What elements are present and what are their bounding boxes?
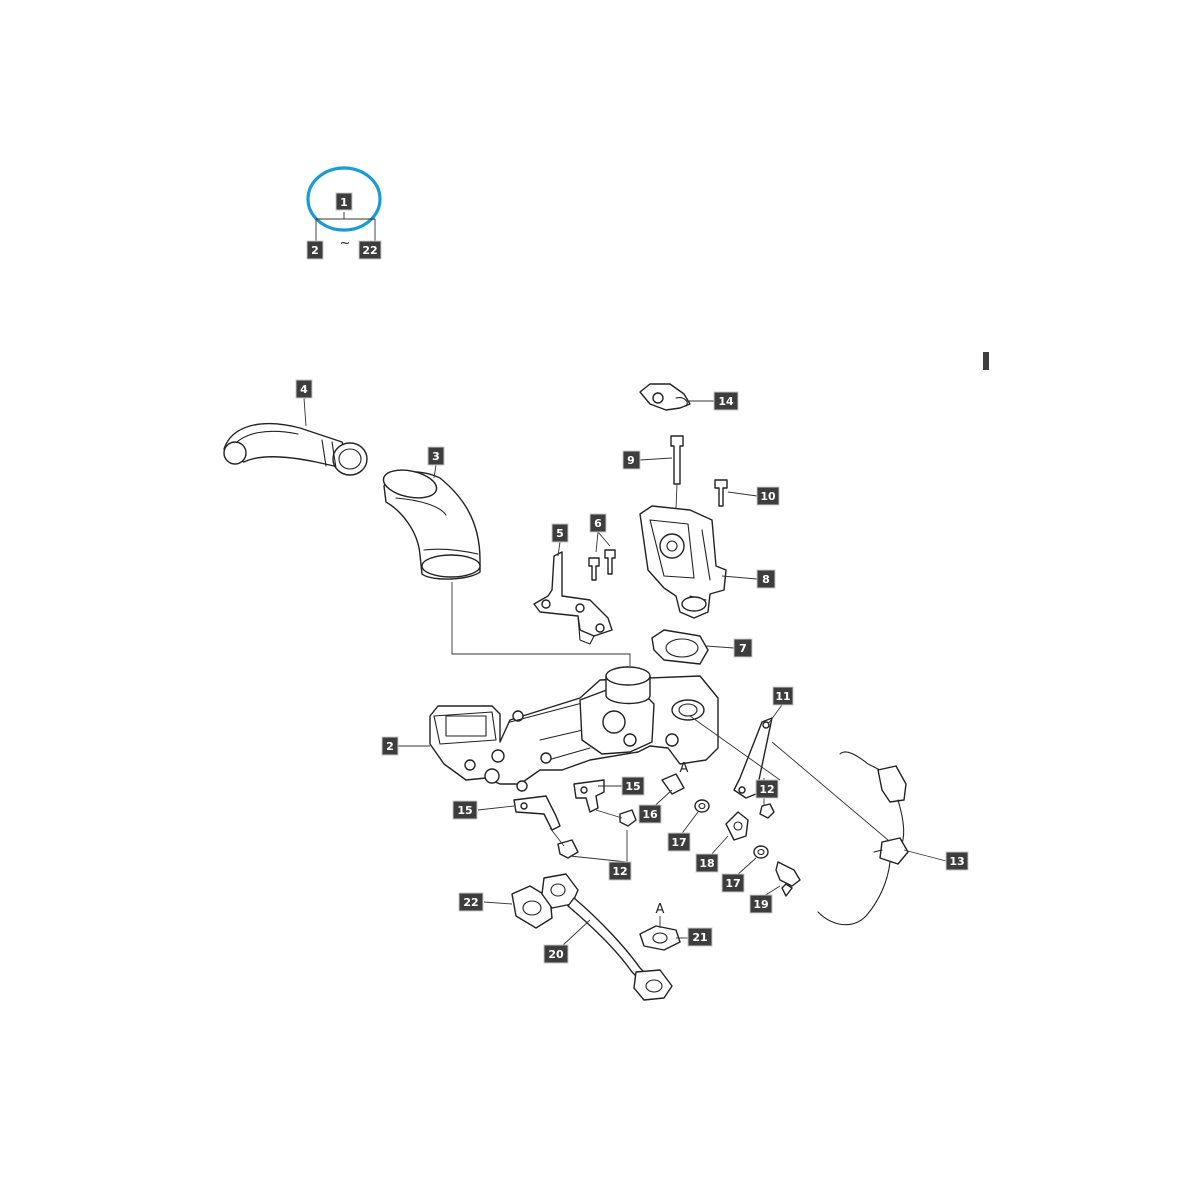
part-5-bracket[interactable] bbox=[533, 551, 613, 645]
kit-highlight-circle bbox=[306, 166, 382, 232]
svg-text:1: 1 bbox=[340, 196, 348, 209]
part-16-plug[interactable] bbox=[661, 773, 685, 795]
svg-text:17: 17 bbox=[671, 836, 686, 849]
svg-text:15: 15 bbox=[457, 804, 472, 817]
callout-12-upper[interactable]: 12 bbox=[755, 779, 779, 799]
kit-header: 1 2 ~ 22 bbox=[306, 166, 382, 260]
svg-text:20: 20 bbox=[548, 948, 564, 961]
svg-text:3: 3 bbox=[432, 450, 440, 463]
kit-callout-range-end[interactable]: 22 bbox=[358, 240, 382, 260]
callout-5[interactable]: 5 bbox=[551, 523, 569, 543]
svg-text:5: 5 bbox=[556, 527, 564, 540]
callout-21[interactable]: 21 bbox=[687, 927, 713, 947]
part-3-elbow-hose[interactable] bbox=[381, 466, 481, 580]
callout-9[interactable]: 9 bbox=[622, 450, 641, 470]
callout-3[interactable]: 3 bbox=[427, 446, 445, 466]
edge-mark bbox=[983, 352, 989, 370]
part-15-bracket-left[interactable] bbox=[513, 795, 561, 831]
callout-11[interactable]: 11 bbox=[772, 686, 794, 706]
part-18-banjo-fitting[interactable] bbox=[725, 811, 749, 841]
callout-15-center[interactable]: 15 bbox=[621, 776, 645, 796]
svg-text:10: 10 bbox=[760, 490, 776, 503]
svg-text:11: 11 bbox=[775, 690, 790, 703]
svg-text:16: 16 bbox=[642, 808, 658, 821]
svg-text:22: 22 bbox=[362, 244, 377, 257]
part-7-gasket[interactable] bbox=[651, 629, 709, 665]
svg-text:2: 2 bbox=[386, 740, 394, 753]
svg-text:2: 2 bbox=[311, 244, 319, 257]
svg-text:15: 15 bbox=[625, 780, 640, 793]
svg-text:22: 22 bbox=[463, 896, 478, 909]
svg-text:14: 14 bbox=[718, 395, 734, 408]
callout-19[interactable]: 19 bbox=[749, 894, 773, 914]
callout-18[interactable]: 18 bbox=[695, 853, 719, 873]
part-8-egr-valve[interactable] bbox=[639, 505, 727, 619]
svg-text:18: 18 bbox=[699, 857, 714, 870]
callout-12-lower[interactable]: 12 bbox=[608, 861, 632, 881]
part-12-nut-upper[interactable] bbox=[759, 803, 775, 819]
callout-13[interactable]: 13 bbox=[945, 851, 969, 871]
reference-a-upper: A bbox=[680, 761, 689, 776]
callout-6[interactable]: 6 bbox=[589, 513, 607, 533]
svg-text:19: 19 bbox=[753, 898, 768, 911]
part-15-bracket-center[interactable] bbox=[573, 779, 605, 813]
callout-2[interactable]: 2 bbox=[381, 736, 399, 756]
svg-text:13: 13 bbox=[949, 855, 964, 868]
part-4-intake-hose[interactable] bbox=[223, 422, 368, 476]
part-21-gasket[interactable] bbox=[639, 925, 681, 951]
svg-text:8: 8 bbox=[762, 573, 770, 586]
callout-15-left[interactable]: 15 bbox=[452, 800, 478, 820]
part-10-bolt[interactable] bbox=[714, 479, 728, 507]
callout-20[interactable]: 20 bbox=[543, 944, 569, 964]
svg-text:7: 7 bbox=[739, 642, 747, 655]
callout-4[interactable]: 4 bbox=[295, 379, 313, 399]
part-19-banjo-bolt[interactable] bbox=[775, 861, 801, 897]
callout-8[interactable]: 8 bbox=[756, 569, 776, 589]
callout-22[interactable]: 22 bbox=[458, 892, 484, 912]
reference-a-lower: A bbox=[656, 902, 665, 917]
kit-range-separator: ~ bbox=[340, 236, 351, 251]
part-2-egr-manifold[interactable] bbox=[429, 666, 719, 792]
callout-14[interactable]: 14 bbox=[713, 391, 739, 411]
svg-text:17: 17 bbox=[725, 877, 740, 890]
callout-16[interactable]: 16 bbox=[638, 804, 662, 824]
leader-hose-to-manifold bbox=[451, 582, 631, 666]
svg-text:6: 6 bbox=[594, 517, 602, 530]
kit-callout-range-start[interactable]: 2 bbox=[306, 240, 324, 260]
svg-text:12: 12 bbox=[612, 865, 627, 878]
part-12-nuts-lower[interactable] bbox=[557, 809, 637, 859]
part-17-washer-lower[interactable] bbox=[753, 845, 769, 859]
svg-text:9: 9 bbox=[627, 454, 635, 467]
kit-callout-1[interactable]: 1 bbox=[335, 192, 353, 211]
svg-text:4: 4 bbox=[300, 383, 308, 396]
part-20-egr-pipe[interactable] bbox=[541, 873, 673, 1001]
callout-10[interactable]: 10 bbox=[756, 486, 780, 506]
part-6-bolts[interactable] bbox=[588, 549, 616, 581]
callout-7[interactable]: 7 bbox=[733, 638, 753, 658]
part-14-sensor[interactable] bbox=[639, 383, 691, 411]
part-17-washer-upper[interactable] bbox=[694, 799, 710, 813]
svg-text:12: 12 bbox=[759, 783, 774, 796]
callout-17-lower[interactable]: 17 bbox=[721, 873, 745, 893]
part-13-temp-sensor[interactable] bbox=[817, 751, 909, 926]
part-22-gasket[interactable] bbox=[511, 885, 553, 929]
svg-text:21: 21 bbox=[692, 931, 707, 944]
leader-lines bbox=[303, 397, 947, 947]
callout-17-upper[interactable]: 17 bbox=[667, 832, 691, 852]
